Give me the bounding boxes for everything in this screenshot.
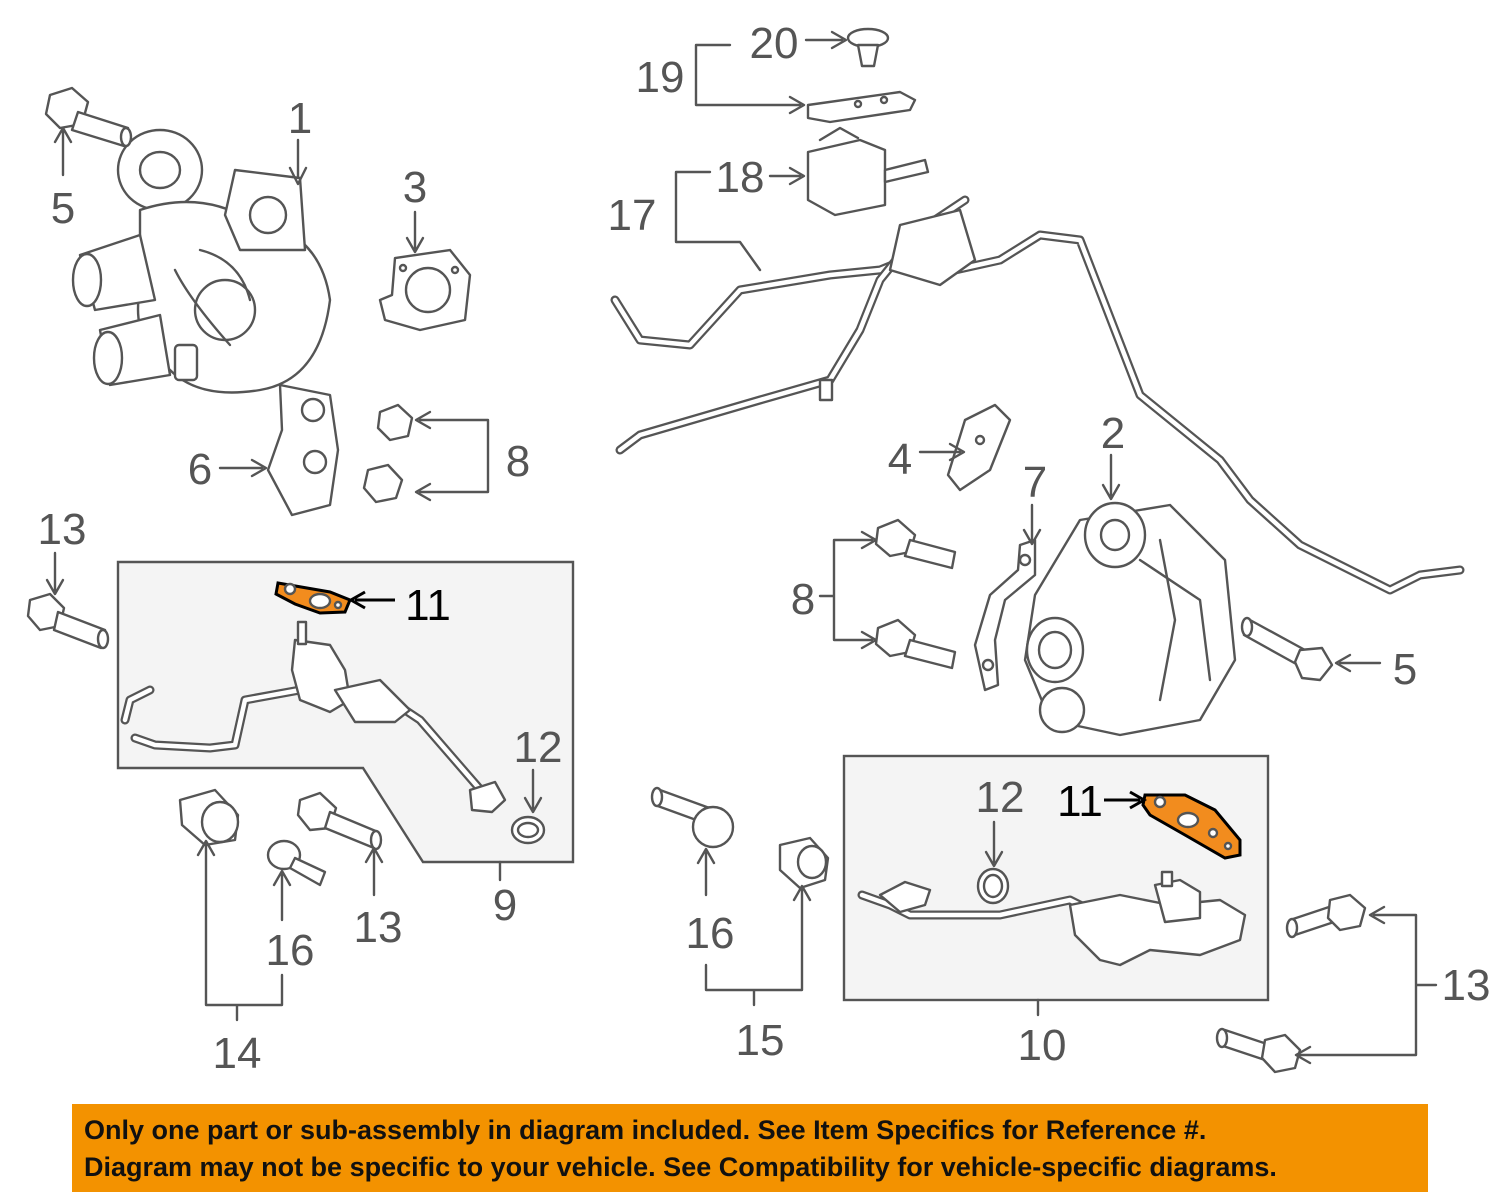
gasket-3[interactable] [378, 248, 472, 332]
callout-5-left: 5 [51, 184, 75, 233]
callout-5-right: 5 [1393, 645, 1417, 694]
callout-20: 20 [750, 19, 799, 68]
connector-19[interactable] [806, 90, 917, 124]
callout-17: 17 [608, 191, 657, 240]
callout-19: 19 [636, 53, 685, 102]
callout-1: 1 [288, 94, 312, 143]
arrow-6 [218, 458, 268, 478]
callout-11-left: 11 [405, 581, 451, 630]
bracket-15 [696, 847, 812, 1007]
callout-3: 3 [403, 163, 427, 212]
push-pin-20[interactable] [846, 27, 890, 68]
bracket-6[interactable] [266, 383, 340, 517]
arrow-3 [405, 210, 425, 254]
assembly-box-9 [116, 560, 575, 864]
bracket-4[interactable] [946, 403, 1012, 492]
assembly-box-10 [842, 754, 1270, 1002]
bracket-14 [196, 839, 284, 1022]
callout-8-right: 8 [791, 575, 815, 624]
arrow-12-left [523, 768, 543, 814]
o-ring-12-left[interactable] [510, 815, 546, 845]
callout-12-left: 12 [514, 723, 563, 772]
bolt-16-left[interactable] [266, 839, 327, 887]
bolt-16-center[interactable] [650, 786, 735, 849]
bolts-8-right[interactable] [874, 518, 957, 670]
arrowhead-1 [288, 166, 308, 186]
arrow-5-left [53, 126, 73, 177]
bolt-5-right[interactable] [1240, 616, 1334, 682]
parts-diagram: 1 5 3 6 8 20 19 [26, 19, 1491, 1078]
callout-13-right: 13 [1442, 961, 1491, 1010]
callout-4: 4 [888, 435, 912, 484]
bolts-8-top[interactable] [362, 403, 414, 504]
disclaimer-line-1: Only one part or sub-assembly in diagram… [84, 1115, 1207, 1145]
arrow-12-right [984, 820, 1004, 868]
vacuum-hose-17[interactable] [610, 195, 1465, 595]
callout-16-left: 16 [266, 926, 315, 975]
oil-feed-line-10[interactable] [857, 870, 1247, 967]
callout-9: 9 [493, 881, 517, 930]
gasket-11-left[interactable] [274, 581, 352, 615]
arrow-11-left [347, 590, 395, 610]
turbocharger-1[interactable] [71, 128, 332, 394]
gasket-11-right[interactable] [1141, 793, 1242, 860]
arrow-11-right [1104, 790, 1148, 810]
solenoid-18[interactable] [806, 126, 930, 217]
grommet-15[interactable] [778, 836, 830, 890]
oil-feed-line-9[interactable] [120, 620, 507, 814]
arrow-13-left [45, 551, 65, 596]
callout-10: 10 [1018, 1021, 1067, 1070]
arrow-20 [804, 30, 848, 50]
arrow-8-top [414, 410, 490, 502]
disclaimer-line-2: Diagram may not be specific to your vehi… [84, 1152, 1277, 1182]
bolts-13-right[interactable] [1215, 893, 1367, 1074]
disclaimer-banner: Only one part or sub-assembly in diagram… [72, 1104, 1428, 1192]
callout-2: 2 [1101, 409, 1125, 458]
callout-12-right: 12 [976, 773, 1025, 822]
bolt-13-bottom[interactable] [296, 791, 383, 851]
arrow-5-right [1334, 653, 1382, 673]
arrow-4 [918, 442, 966, 462]
grommet-14[interactable] [178, 788, 240, 847]
callout-11-right: 11 [1057, 777, 1103, 826]
callout-8-top: 8 [506, 437, 530, 486]
arrow-7 [1022, 503, 1042, 546]
arrow-13-bottom [364, 846, 384, 897]
bracket-19 [694, 43, 806, 115]
callout-7: 7 [1023, 458, 1047, 507]
callout-18: 18 [716, 153, 765, 202]
bracket-17 [674, 170, 762, 272]
bracket-13-right [1294, 905, 1438, 1065]
bracket-7[interactable] [973, 538, 1037, 692]
turbocharger-2[interactable] [1023, 501, 1237, 737]
callout-13-bottom: 13 [354, 903, 403, 952]
arrow-16-left [272, 869, 292, 922]
callout-13-left: 13 [38, 505, 87, 554]
arrow-8-right [818, 530, 878, 650]
bolt-5-left[interactable] [44, 86, 133, 148]
callout-14: 14 [213, 1029, 262, 1078]
arrow-2 [1101, 453, 1121, 501]
callout-6: 6 [188, 445, 212, 494]
o-ring-12-right[interactable] [976, 867, 1010, 905]
bolt-13-left-upper[interactable] [26, 592, 110, 650]
callout-15: 15 [736, 1016, 785, 1065]
callout-16-center: 16 [686, 909, 735, 958]
arrow-18 [768, 166, 806, 186]
